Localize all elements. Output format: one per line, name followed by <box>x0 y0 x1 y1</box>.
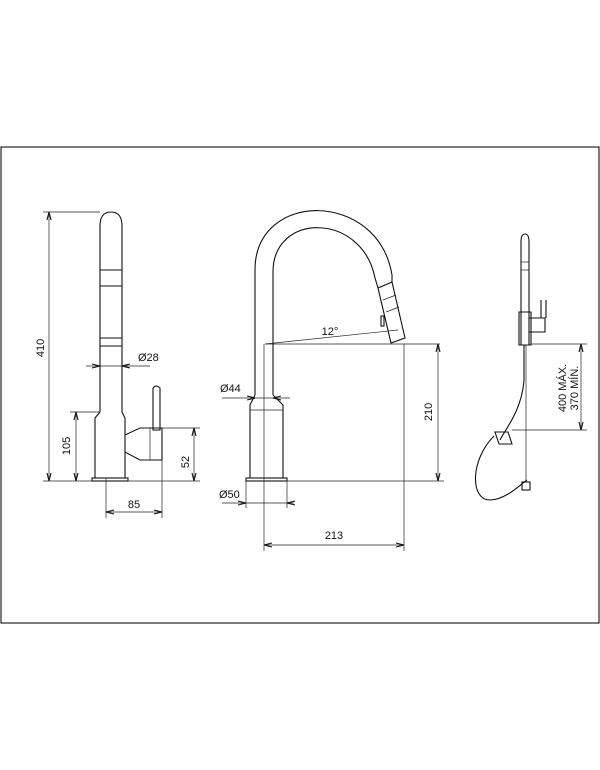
side-base <box>91 477 129 482</box>
side-spout-tube <box>99 211 123 412</box>
hose-loop <box>474 435 528 501</box>
front-body <box>249 394 284 479</box>
side-body <box>94 411 126 479</box>
drawing-frame <box>0 146 600 624</box>
dim-arrow <box>578 343 584 353</box>
dim-o44-label: Ø44 <box>220 383 241 395</box>
dim-arrow <box>435 343 441 353</box>
dim-400-max-label: 400 MÁX. <box>556 364 569 412</box>
dim-o50-label: Ø50 <box>219 489 240 501</box>
dim-arrow <box>153 509 163 515</box>
dim-arrow <box>46 472 52 482</box>
dim-arrow <box>395 542 405 548</box>
dim-arrow <box>286 500 296 506</box>
side-handle-lever <box>152 385 161 431</box>
hose-weight <box>494 431 513 445</box>
dim-arrow <box>105 509 115 515</box>
dim-arrow <box>237 500 247 506</box>
dim-85-label: 85 <box>128 499 140 511</box>
dim-arrow <box>73 411 79 421</box>
front-base <box>245 477 288 482</box>
hose-handle <box>529 317 546 333</box>
front-spray-head <box>377 281 406 344</box>
hose-lever <box>540 300 547 318</box>
dim-arrow <box>263 542 273 548</box>
dim-410-label: 410 <box>35 339 47 357</box>
front-gooseneck <box>254 210 393 395</box>
dim-arrow <box>435 472 441 482</box>
hose-view: 400 MÁX. 370 MÍN. <box>474 233 587 501</box>
spray-head-band <box>382 294 397 301</box>
dim-210-label: 210 <box>423 403 435 421</box>
dim-105-label: 105 <box>61 437 73 455</box>
dim-arrow <box>578 421 584 431</box>
angle-12-label: 12° <box>322 326 339 338</box>
spray-head-button <box>380 315 385 327</box>
spray-head-band <box>385 306 400 313</box>
dim-52-label: 52 <box>180 456 192 468</box>
dim-arrow <box>246 395 256 401</box>
dim-arrow <box>272 395 282 401</box>
front-view: 12° Ø44 Ø50 210 213 <box>219 210 444 551</box>
dim-arrow <box>73 472 79 482</box>
hose-body <box>518 311 532 346</box>
dim-arrow <box>191 427 197 437</box>
angle-line <box>264 329 399 345</box>
hose-connector <box>521 481 531 491</box>
front-gooseneck-inner <box>272 227 379 395</box>
dim-213-label: 213 <box>325 530 343 542</box>
side-handle-block <box>124 427 163 461</box>
dim-arrow <box>46 211 52 221</box>
dim-arrow <box>121 363 131 369</box>
dim-370-min-label: 370 MÍN. <box>568 366 581 411</box>
dim-o28-label: Ø28 <box>138 352 159 364</box>
side-view: 410 105 Ø28 52 85 <box>35 211 200 518</box>
hose-spout-tube <box>520 233 530 345</box>
hose-line <box>499 345 525 441</box>
dim-arrow <box>191 472 197 482</box>
dim-arrow <box>91 363 101 369</box>
